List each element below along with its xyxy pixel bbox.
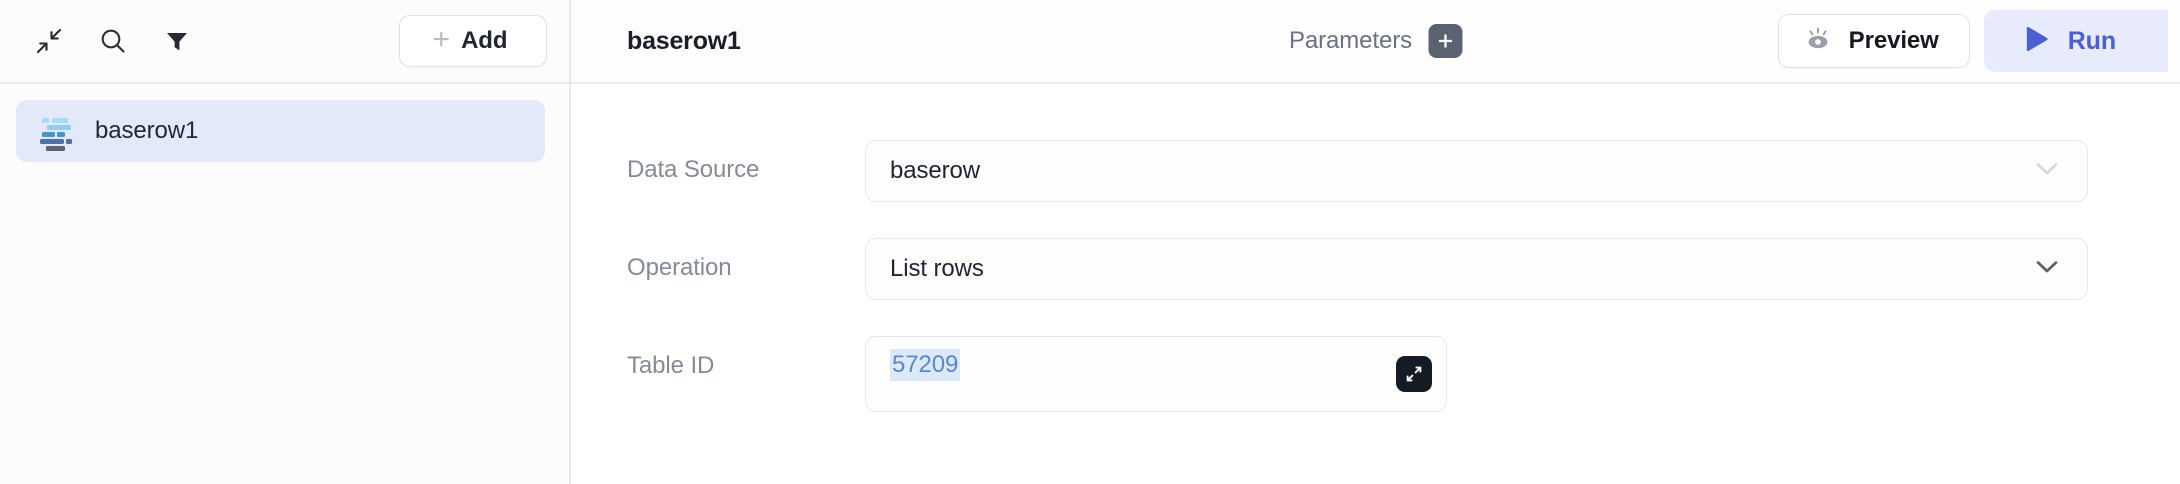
parameters-group: Parameters [1288, 24, 1463, 58]
table-id-value: 57209 [890, 349, 961, 381]
data-source-label: Data Source [627, 156, 760, 183]
parameters-add-button[interactable] [1428, 24, 1463, 58]
search-icon[interactable] [90, 18, 136, 64]
collapse-arrows-icon[interactable] [26, 18, 72, 64]
plus-icon [1438, 34, 1452, 48]
eye-icon [1803, 26, 1833, 57]
operation-label: Operation [627, 254, 732, 281]
add-button-label: Add [461, 27, 508, 54]
page-title: baserow1 [627, 26, 741, 55]
chevron-down-icon [2033, 258, 2061, 281]
run-button-label: Run [2067, 26, 2116, 55]
data-source-value: baserow [890, 157, 981, 184]
baserow-logo-icon [40, 114, 74, 151]
sidebar-item-baserow1[interactable]: baserow1 [16, 100, 545, 162]
chevron-down-icon [2033, 160, 2061, 183]
data-source-select[interactable]: baserow [865, 140, 2088, 202]
sidebar-list: baserow1 [0, 84, 569, 484]
form-row-data-source: Data Source baserow [627, 140, 2088, 202]
sidebar-toolbar: + Add [0, 0, 569, 84]
parameters-form: Data Source baserow Operation List rows [571, 84, 2180, 484]
preview-button-label: Preview [1848, 27, 1939, 54]
preview-button[interactable]: Preview [1777, 14, 1970, 68]
play-icon [2024, 25, 2050, 58]
operation-select[interactable]: List rows [865, 238, 2088, 300]
sidebar: + Add baserow1 [0, 0, 571, 484]
form-row-operation: Operation List rows [627, 238, 2088, 300]
plus-icon: + [432, 23, 451, 56]
table-id-input[interactable]: 57209 [865, 336, 1447, 412]
operation-value: List rows [890, 255, 984, 282]
parameters-label: Parameters [1288, 27, 1413, 54]
run-button[interactable]: Run [1983, 10, 2168, 72]
add-button[interactable]: + Add [399, 15, 547, 67]
table-id-label: Table ID [627, 352, 715, 379]
sidebar-item-label: baserow1 [95, 117, 199, 144]
expand-icon[interactable] [1396, 356, 1432, 392]
filter-icon[interactable] [154, 18, 200, 64]
form-row-table-id: Table ID 57209 [627, 336, 2088, 412]
header-actions: Preview Run [1777, 0, 2168, 82]
main-panel: baserow1 Parameters [571, 0, 2180, 484]
main-header: baserow1 Parameters [571, 0, 2180, 84]
